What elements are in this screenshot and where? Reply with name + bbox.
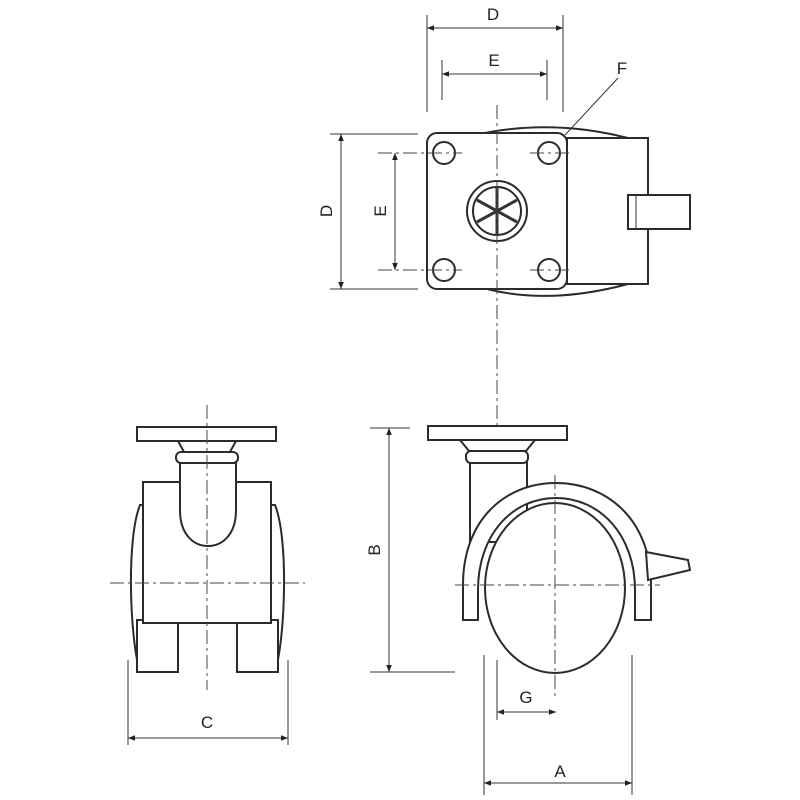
- dimension-f: F: [564, 59, 627, 136]
- label-c: C: [201, 713, 213, 732]
- dimension-c: C: [127, 660, 289, 745]
- dimension-e-top: E: [441, 51, 548, 100]
- top-view: [378, 105, 691, 425]
- dimension-e-left: E: [371, 153, 398, 270]
- side-view: [427, 425, 692, 700]
- label-a: A: [554, 762, 566, 781]
- label-g: G: [519, 688, 532, 707]
- label-d-left: D: [317, 205, 336, 217]
- label-f: F: [617, 59, 627, 78]
- dimension-g: G: [496, 660, 556, 720]
- label-e-top: E: [488, 51, 499, 70]
- label-d-top: D: [487, 5, 499, 24]
- dimension-b: B: [365, 427, 455, 673]
- label-e-left: E: [371, 205, 390, 216]
- dimension-a: A: [483, 655, 633, 795]
- front-view: [110, 405, 305, 690]
- dimension-d-top: D: [426, 5, 564, 112]
- label-b: B: [365, 544, 384, 555]
- dimension-d-left: D: [317, 133, 418, 290]
